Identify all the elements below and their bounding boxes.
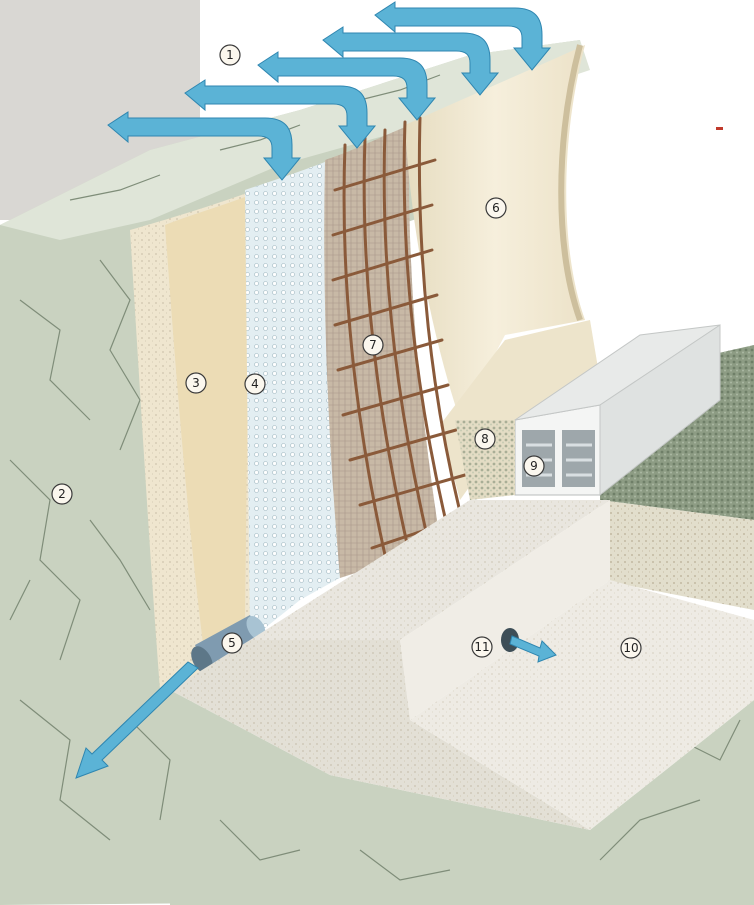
callout-8-label: 8 <box>481 432 489 446</box>
callout-10-label: 10 <box>623 641 638 655</box>
callout-11-label: 11 <box>474 640 489 654</box>
callout-6-label: 6 <box>492 201 500 215</box>
callout-11: 11 <box>472 637 492 657</box>
callout-7: 7 <box>363 335 383 355</box>
callout-2: 2 <box>52 484 72 504</box>
callout-9: 9 <box>524 456 544 476</box>
red-mark <box>716 127 723 130</box>
callout-10: 10 <box>621 638 641 658</box>
callout-2-label: 2 <box>58 487 66 501</box>
callout-6: 6 <box>486 198 506 218</box>
callout-5-label: 5 <box>228 636 236 650</box>
callout-4-label: 4 <box>251 377 259 391</box>
callout-1-label: 1 <box>226 48 234 62</box>
callout-4: 4 <box>245 374 265 394</box>
callout-3-label: 3 <box>192 376 200 390</box>
callout-5: 5 <box>222 633 242 653</box>
callout-9-label: 9 <box>530 459 538 473</box>
callout-1: 1 <box>220 45 240 65</box>
callout-7-label: 7 <box>369 338 377 352</box>
callout-3: 3 <box>186 373 206 393</box>
callout-8: 8 <box>475 429 495 449</box>
